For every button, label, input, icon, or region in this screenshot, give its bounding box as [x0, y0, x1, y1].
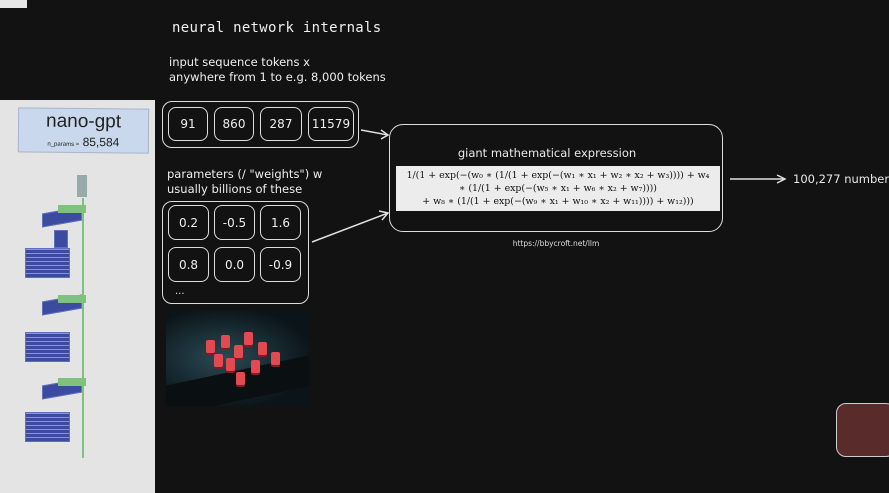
formula-line: 1/(1 + exp(−(w₀ ∗ (1/(1 + exp(−(w₁ ∗ x₁ …: [406, 170, 710, 181]
token-cell: 91: [168, 107, 208, 141]
token-box: [162, 101, 359, 148]
param-cell: 0.0: [214, 247, 255, 282]
formula: 1/(1 + exp(−(w₀ ∗ (1/(1 + exp(−(w₁ ∗ x₁ …: [396, 166, 720, 211]
red-shape: [836, 403, 889, 457]
expression-box: [389, 124, 723, 232]
params-caption-line1: parameters (/ "weights") w: [167, 167, 323, 181]
token-arrow: [360, 129, 389, 136]
token-cell: 287: [260, 107, 302, 141]
params-box: [162, 201, 309, 304]
params-arrow: [311, 212, 389, 243]
param-cell: -0.9: [260, 247, 301, 282]
expression-label: giant mathematical expression: [457, 146, 637, 160]
input-caption-line2: anywhere from 1 to e.g. 8,000 tokens: [169, 70, 386, 84]
token-cell: 11579: [308, 107, 354, 141]
param-cell: 1.6: [260, 205, 301, 240]
param-cell: 0.8: [168, 247, 209, 282]
token-cell: 860: [214, 107, 254, 141]
input-caption: input sequence tokens x anywhere from 1 …: [169, 55, 386, 85]
transformer-diagram: [20, 170, 140, 470]
mixer-knobs-image: [166, 310, 309, 406]
output-label: 100,277 numbers: [793, 172, 889, 186]
params-caption: parameters (/ "weights") w usually billi…: [167, 167, 322, 197]
param-cell: -0.5: [214, 205, 255, 240]
formula-line: ∗ (1/(1 + exp(−(w₅ ∗ x₁ + w₆ ∗ x₂ + w₇))…: [459, 183, 657, 194]
input-caption-line1: input sequence tokens x: [169, 55, 310, 69]
source-url[interactable]: https://bbycroft.net/llm: [512, 239, 600, 248]
corner-patch: [0, 0, 27, 8]
formula-line: + w₈ ∗ (1/(1 + exp(−(w₉ ∗ x₁ + w₁₀ ∗ x₂ …: [422, 196, 694, 207]
param-cell: 0.2: [168, 205, 209, 240]
params-ellipsis: ...: [175, 286, 185, 297]
params-caption-line2: usually billions of these: [167, 182, 303, 196]
page-title: neural network internals: [172, 20, 382, 36]
